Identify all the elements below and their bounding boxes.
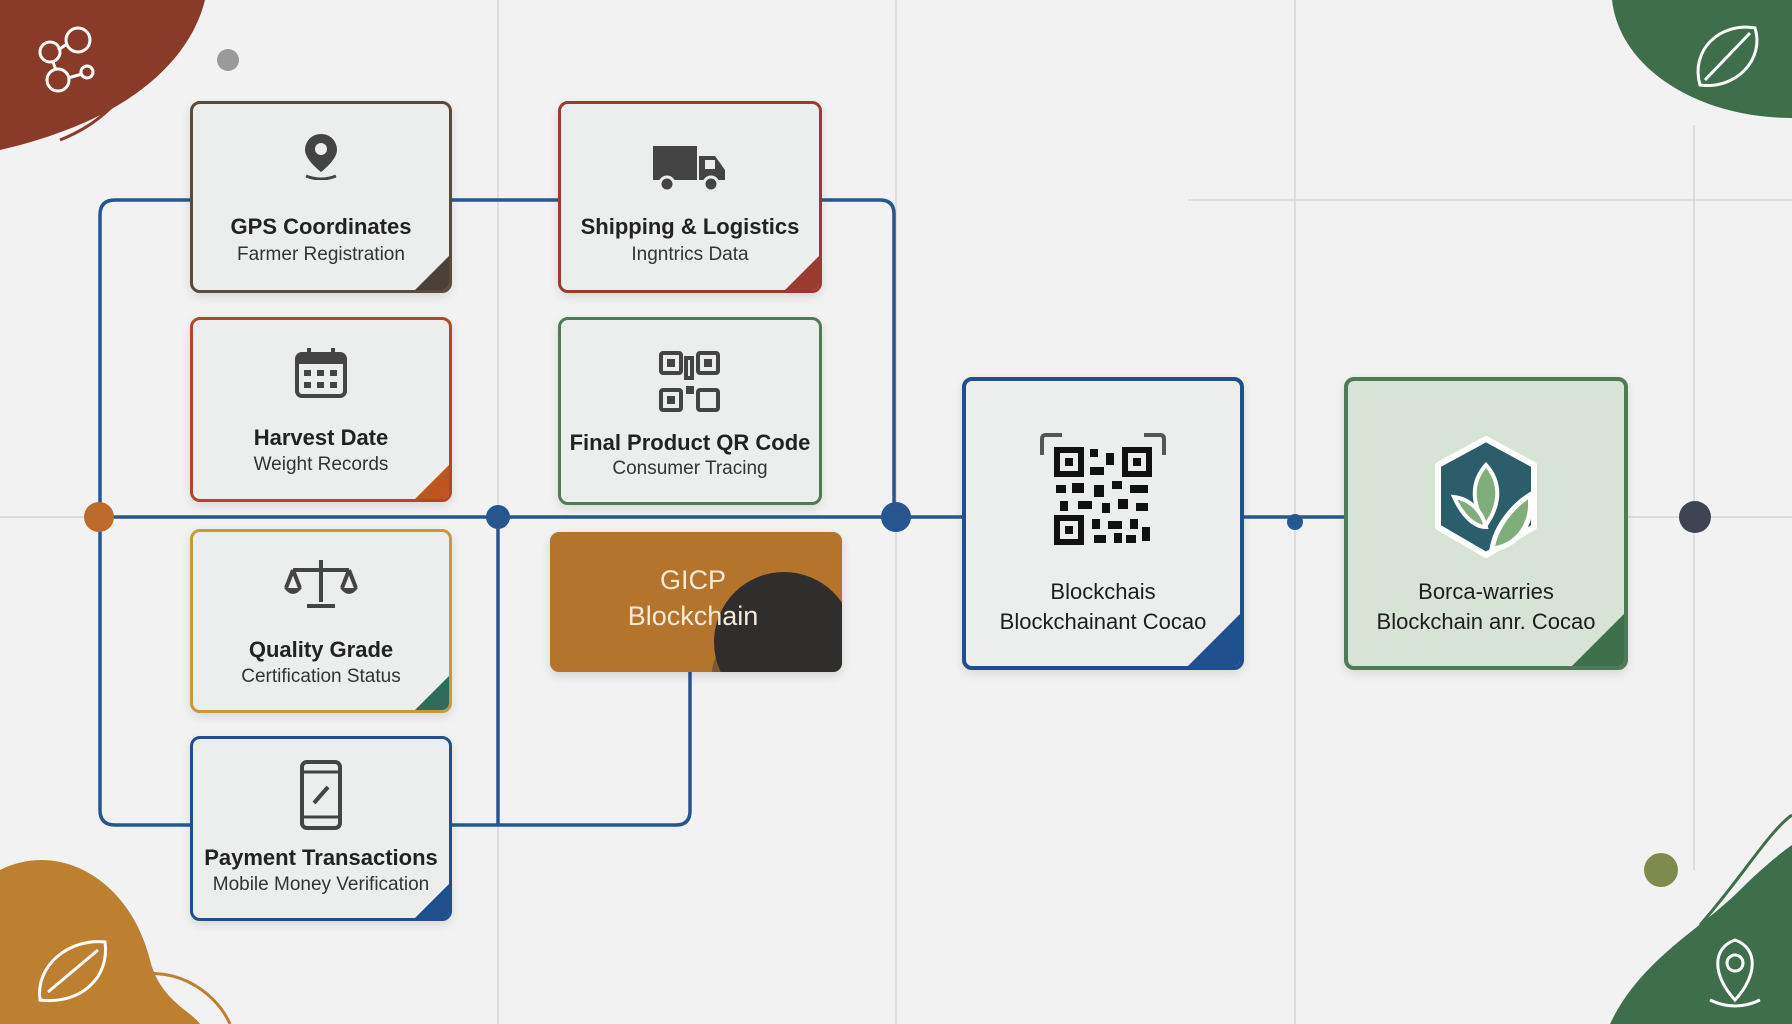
node-subtitle: Blockchain anr. Cocao	[1376, 609, 1596, 634]
card-payment-transactions[interactable]: Payment Transactions Mobile Money Verifi…	[190, 736, 452, 921]
card-quality-grade[interactable]: Quality Grade Certification Status	[190, 529, 452, 713]
card-harvest-date[interactable]: Harvest Date Weight Records	[190, 317, 452, 502]
leaf-hexagon-icon	[1348, 435, 1624, 559]
mobile-phone-icon	[193, 759, 449, 831]
card-subtitle: Mobile Money Verification	[212, 874, 430, 895]
card-subtitle: Ingntrics Data	[631, 244, 749, 265]
card-title: Final Product QR Code	[569, 430, 811, 455]
card-title: Harvest Date	[253, 425, 389, 450]
card-title: GPS Coordinates	[230, 214, 412, 239]
junction-dot	[1287, 514, 1303, 530]
junction-dot	[1679, 501, 1711, 533]
truck-icon	[561, 142, 819, 194]
corner-blob-top-right	[1612, 0, 1792, 118]
card-corner-accent	[415, 884, 449, 918]
card-subtitle: Consumer Tracing	[612, 458, 768, 479]
node-blockchain[interactable]: Blockchais Blockchainant Cocao	[962, 377, 1244, 670]
corner-blob-bottom-right	[1610, 813, 1792, 1024]
card-gps-coordinates[interactable]: GPS Coordinates Farmer Registration	[190, 101, 452, 293]
network-icon	[38, 26, 95, 93]
card-subtitle: Farmer Registration	[237, 244, 405, 265]
qr-code-icon	[561, 350, 819, 414]
node-title: Blockchais	[1050, 579, 1156, 604]
calendar-icon	[193, 344, 449, 402]
corner-blob-top-left	[0, 0, 205, 150]
card-corner-accent	[415, 256, 449, 290]
map-pin-icon	[193, 128, 449, 180]
gicp-blockchain-block[interactable]: GICP Blockchain	[550, 532, 842, 672]
card-corner-accent	[785, 256, 819, 290]
card-corner-accent	[415, 676, 449, 710]
cacao-pod-icon	[1696, 25, 1759, 88]
junction-dot	[486, 505, 510, 529]
node-final-cocoa[interactable]: Borca-warries Blockchain anr. Cocao	[1344, 377, 1628, 670]
card-final-product-qr[interactable]: Final Product QR Code Consumer Tracing	[558, 317, 822, 505]
card-shipping-logistics[interactable]: Shipping & Logistics Ingntrics Data	[558, 101, 822, 293]
node-title: Borca-warries	[1418, 579, 1554, 604]
node-subtitle: Blockchainant Cocao	[999, 609, 1207, 634]
olive-dot	[1644, 853, 1678, 887]
junction-dot	[84, 502, 114, 532]
card-corner-accent	[415, 465, 449, 499]
gicp-subtitle: Blockchain	[627, 601, 759, 631]
card-title: Payment Transactions	[204, 845, 438, 870]
card-subtitle: Certification Status	[241, 666, 401, 687]
scales-icon	[193, 556, 449, 612]
qr-code-icon	[966, 433, 1240, 551]
card-corner-accent	[1188, 614, 1240, 666]
junction-dot	[881, 502, 911, 532]
card-title: Shipping & Logistics	[580, 214, 800, 239]
cacao-bean-icon	[38, 940, 108, 1003]
card-title: Quality Grade	[248, 637, 394, 662]
grey-dot	[217, 49, 239, 71]
location-icon	[1709, 938, 1761, 1008]
card-subtitle: Weight Records	[253, 454, 389, 475]
card-corner-accent	[1572, 614, 1624, 666]
gicp-title: GICP	[659, 565, 726, 595]
